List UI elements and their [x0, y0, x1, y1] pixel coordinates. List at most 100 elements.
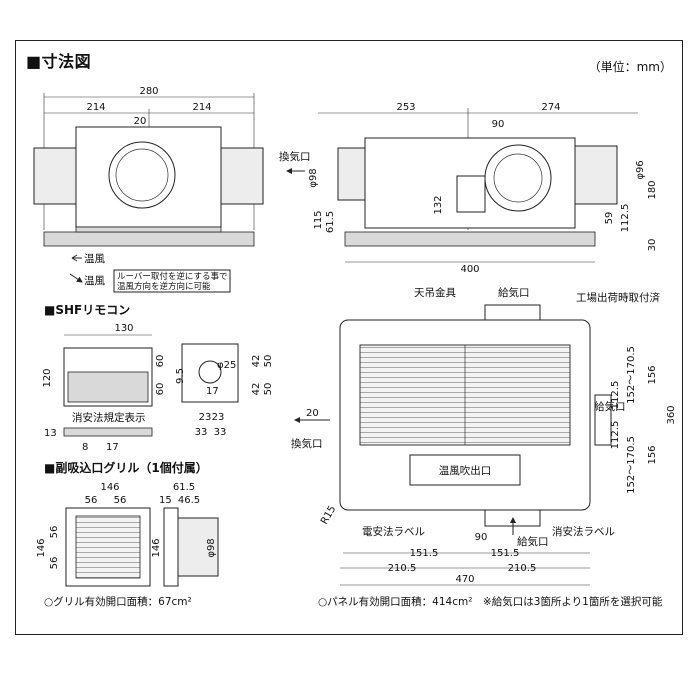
dim-253: 253 — [396, 102, 415, 113]
dim-20: 20 — [134, 116, 147, 127]
r15-label: R15 — [319, 504, 338, 527]
plan-dim-112-5a: 112.5 — [610, 381, 621, 410]
grille-dim-146: 146 — [100, 482, 119, 493]
elec-label: 電安法ラベル — [362, 525, 425, 538]
plan-dim-151-5b: 151.5 — [491, 548, 520, 559]
plan-dim-210-5a: 210.5 — [388, 563, 417, 574]
remote-dim-42a: 42 — [251, 355, 262, 368]
warm-outlet-label: 温風吹出口 — [439, 464, 492, 477]
remote-dim-23a: 23 — [199, 412, 212, 423]
dim-400: 400 — [460, 264, 479, 275]
remote-hole — [198, 360, 222, 384]
grille-dim-46-5: 46.5 — [178, 495, 200, 506]
warm-air-1: 温風 — [84, 253, 105, 265]
dim-214-left: 214 — [86, 102, 105, 113]
dim-90: 90 — [492, 119, 505, 130]
remote-dim-50b: 50 — [263, 383, 274, 396]
grille-section: ■副吸込口グリル（1個付属） 146 56 56 146 56 56 61.5 … — [36, 460, 219, 608]
plan-view: 天吊金具 給気口 工場出荷時取付済 温風吹出口 給気口 換気口 20 R15 電… — [291, 286, 677, 608]
remote-dim-60b: 60 — [155, 383, 166, 396]
supply-top-label: 給気口 — [498, 286, 530, 299]
plan-dim-210-5b: 210.5 — [508, 563, 537, 574]
dim-61-5: 61.5 — [325, 211, 336, 233]
unit-label: （単位：mm） — [588, 60, 672, 74]
grille-louvers — [75, 515, 141, 579]
panel — [43, 231, 255, 247]
plan-dim-152a: 152～170.5 — [626, 346, 637, 404]
supply-right-label: 給気口 — [594, 400, 626, 413]
warm-arrow-1 — [71, 254, 82, 262]
remote-dim-42b: 42 — [251, 383, 262, 396]
remote-dim-33a: 33 — [195, 427, 208, 438]
plan-dim-90: 90 — [475, 532, 488, 543]
remote-dim-17b: 17 — [206, 386, 219, 397]
warm-arrow-2 — [69, 273, 83, 283]
remote-dim-phi25: φ25 — [217, 360, 236, 371]
fire-law-label: 消安法規定表示 — [72, 411, 146, 424]
fire-label: 消安法ラベル — [552, 525, 615, 538]
warm-air-2: 温風 — [84, 275, 105, 287]
grille-note: ○グリル有効開口面積：67cm² — [44, 595, 192, 608]
left-duct — [33, 147, 77, 205]
hanger-label: 天吊金具 — [414, 286, 456, 299]
supply-top-port — [484, 304, 541, 321]
side-view: 253 274 90 400 換気口 φ98 115 61.5 132 59 1… — [279, 102, 658, 275]
right-duct — [220, 147, 264, 205]
side-fan-outer — [484, 144, 552, 212]
plan-dim-470: 470 — [455, 574, 474, 585]
grille-title: ■副吸込口グリル（1個付属） — [44, 460, 208, 475]
page-title: ■寸法図 — [26, 52, 92, 71]
side-right-duct — [574, 145, 618, 205]
grille-dim-61-5: 61.5 — [173, 482, 195, 493]
grille-dim-56b: 56 — [114, 495, 127, 506]
dim-phi98: φ98 — [308, 168, 319, 187]
fan-inner — [115, 148, 169, 202]
side-left-duct — [337, 147, 366, 201]
side-hanger-plate — [456, 175, 486, 213]
remote-dim-17: 17 — [106, 442, 119, 453]
dim-59: 59 — [604, 212, 615, 225]
exhaust-label-plan: 換気口 — [291, 437, 323, 450]
grille-dim-phi98: φ98 — [206, 538, 217, 557]
dim-132: 132 — [433, 195, 444, 214]
grille-dim-146h: 146 — [36, 538, 47, 557]
plan-note: ○パネル有効開口面積：414cm² ※給気口は3箇所より1箇所を選択可能 — [318, 595, 663, 608]
remote-dim-60a: 60 — [155, 355, 166, 368]
grille-dim-56a: 56 — [85, 495, 98, 506]
side-fan-inner — [493, 153, 543, 203]
dim-274: 274 — [541, 102, 560, 113]
top-view: 280 214 214 20 温風 温風 ルーバー取付を逆にする事で 温風方向を… — [33, 86, 264, 293]
supply-right-port — [594, 394, 612, 446]
side-panel — [344, 231, 596, 247]
plan-dim-156a: 156 — [647, 365, 658, 384]
remote-back — [181, 343, 239, 403]
dim-115: 115 — [313, 210, 324, 229]
grille-dim-15: 15 — [159, 495, 172, 506]
plan-dim-112-5b: 112.5 — [610, 421, 621, 450]
plan-dim-20: 20 — [306, 408, 319, 419]
remote-buttons — [67, 371, 149, 403]
grille-dim-56h1: 56 — [49, 526, 60, 539]
remote-dim-50a: 50 — [263, 355, 274, 368]
remote-section: ■SHFリモコン 130 120 消安法規定表示 13 8 17 60 60 9… — [42, 303, 274, 453]
louver-note-1: ルーバー取付を逆にする事で — [117, 271, 228, 282]
grille-dim-56h2: 56 — [49, 557, 60, 570]
remote-dim-120: 120 — [42, 368, 53, 387]
dim-180: 180 — [647, 180, 658, 199]
louver-note-box — [113, 269, 231, 293]
remote-dim-8: 8 — [82, 442, 88, 453]
plan-dim-151-5a: 151.5 — [410, 548, 439, 559]
supply-bottom-label: 給気口 — [517, 535, 549, 548]
drawing-frame — [15, 40, 683, 635]
remote-dim-9-5: 9.5 — [175, 368, 186, 384]
remote-side — [63, 427, 153, 437]
grille-side-duct — [177, 517, 219, 577]
factory-label: 工場出荷時取付済 — [576, 291, 660, 304]
louver-note-2: 温風方向を逆方向に可能 — [117, 281, 211, 292]
dim-phi96: φ96 — [635, 160, 646, 179]
plan-dim-152b: 152～170.5 — [626, 436, 637, 494]
remote-title: ■SHFリモコン — [44, 303, 130, 317]
panel-top — [75, 226, 222, 233]
warm-outlet — [409, 454, 521, 486]
